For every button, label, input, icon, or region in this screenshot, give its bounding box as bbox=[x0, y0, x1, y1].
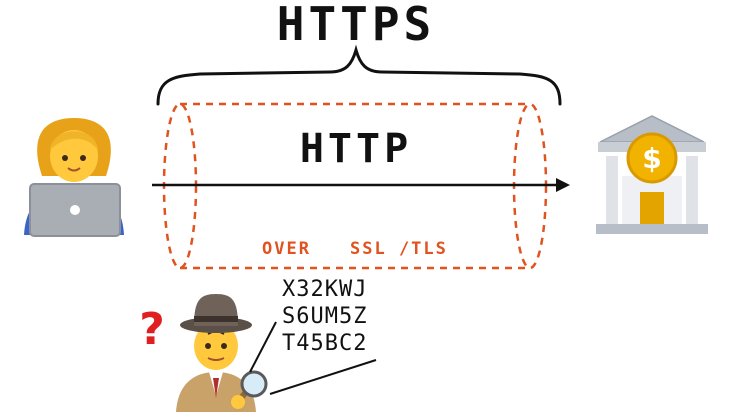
woman-technologist-laptop-icon bbox=[24, 118, 124, 237]
sight-line-lower bbox=[269, 359, 377, 395]
detective-magnifier-icon bbox=[176, 294, 268, 412]
ciphertext-line: X32KWJ bbox=[282, 277, 367, 302]
tunnel-label-protocol: SSL /TLS bbox=[350, 239, 448, 259]
ciphertext-line: T45BC2 bbox=[282, 331, 367, 356]
svg-text:$: $ bbox=[642, 142, 661, 175]
question-mark: ? bbox=[139, 304, 165, 355]
bank-building-dollar-icon: $ bbox=[596, 115, 708, 234]
http-title: HTTP bbox=[300, 126, 412, 172]
sight-line-upper bbox=[249, 321, 277, 373]
https-title: HTTPS bbox=[277, 0, 435, 51]
tunnel-label-over: OVER bbox=[262, 239, 311, 259]
ciphertext-line: S6UM5Z bbox=[282, 304, 367, 329]
https-brace bbox=[156, 44, 562, 106]
request-arrow bbox=[152, 178, 570, 192]
